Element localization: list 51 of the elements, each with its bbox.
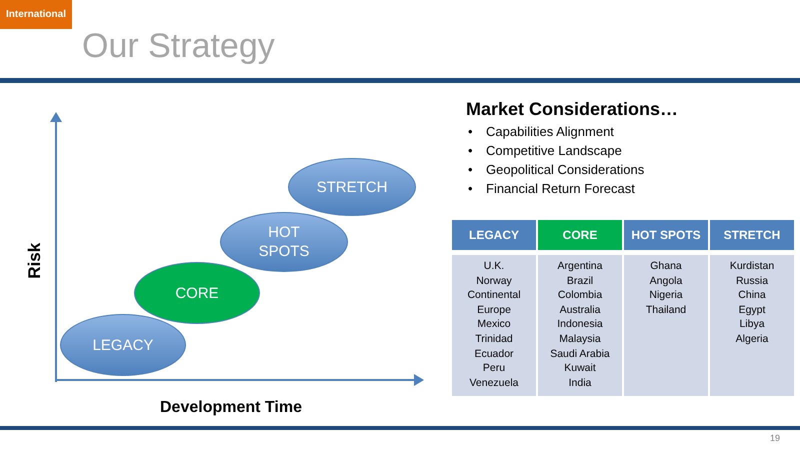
country-name: Continental xyxy=(467,288,521,303)
country-name: Trinidad xyxy=(475,332,513,347)
bullet-item: Competitive Landscape xyxy=(486,142,622,160)
page-number: 19 xyxy=(770,432,780,445)
country-name: Nigeria xyxy=(649,288,683,303)
country-name: Mexico xyxy=(477,317,511,332)
bullet-item: Capabilities Alignment xyxy=(486,123,614,141)
country-name: Brazil xyxy=(566,274,594,288)
country-name: Egypt xyxy=(738,302,766,318)
country-name: Malaysia xyxy=(559,332,601,347)
country-name: Angola xyxy=(650,274,682,288)
table-header-cell: LEGACY xyxy=(452,220,536,250)
country-name: Colombia xyxy=(558,288,602,303)
section-heading: Market Considerations… xyxy=(466,98,678,121)
country-name: Australia xyxy=(560,302,600,318)
table-header-cell: HOT SPOTS xyxy=(624,220,708,250)
table-header-cell: CORE xyxy=(538,220,622,250)
country-name: Thailand xyxy=(646,302,686,318)
axis-label: Risk xyxy=(24,242,46,279)
ellipse-label: HOT SPOTS xyxy=(258,223,310,261)
country-name: Kuwait xyxy=(564,361,596,376)
ellipse-label: LEGACY xyxy=(92,336,154,354)
ellipse-label: CORE xyxy=(174,284,220,302)
country-name: Argentina xyxy=(558,259,602,274)
country-name: Kurdistan xyxy=(730,259,774,274)
section-tag: International xyxy=(0,0,72,29)
country-name: Europe xyxy=(477,302,511,318)
country-name: Libya xyxy=(739,317,765,332)
bullet-marker: • xyxy=(468,142,474,160)
bullet-item: Financial Return Forecast xyxy=(486,180,635,198)
axis-label: Development Time xyxy=(160,398,302,418)
country-name: India xyxy=(568,376,592,390)
country-name: Russia xyxy=(736,274,768,288)
slide-title: Our Strategy xyxy=(82,26,275,66)
country-name: Peru xyxy=(482,361,506,376)
country-name: Ecuador xyxy=(474,346,514,362)
country-name: U.K. xyxy=(484,259,504,274)
table-header-cell: STRETCH xyxy=(710,220,794,250)
country-name: Algeria xyxy=(736,332,768,347)
category-ellipse xyxy=(60,314,186,376)
country-name: Norway xyxy=(476,274,512,288)
bullet-marker: • xyxy=(468,180,474,198)
bullet-item: Geopolitical Considerations xyxy=(486,161,644,179)
country-name: Venezuela xyxy=(469,376,519,390)
country-name: China xyxy=(738,288,766,303)
ellipse-label: STRETCH xyxy=(316,178,388,196)
country-name: Indonesia xyxy=(557,317,603,332)
bullet-marker: • xyxy=(468,161,474,179)
bullet-marker: • xyxy=(468,123,474,141)
country-name: Saudi Arabia xyxy=(550,346,610,362)
country-name: Ghana xyxy=(650,259,682,274)
